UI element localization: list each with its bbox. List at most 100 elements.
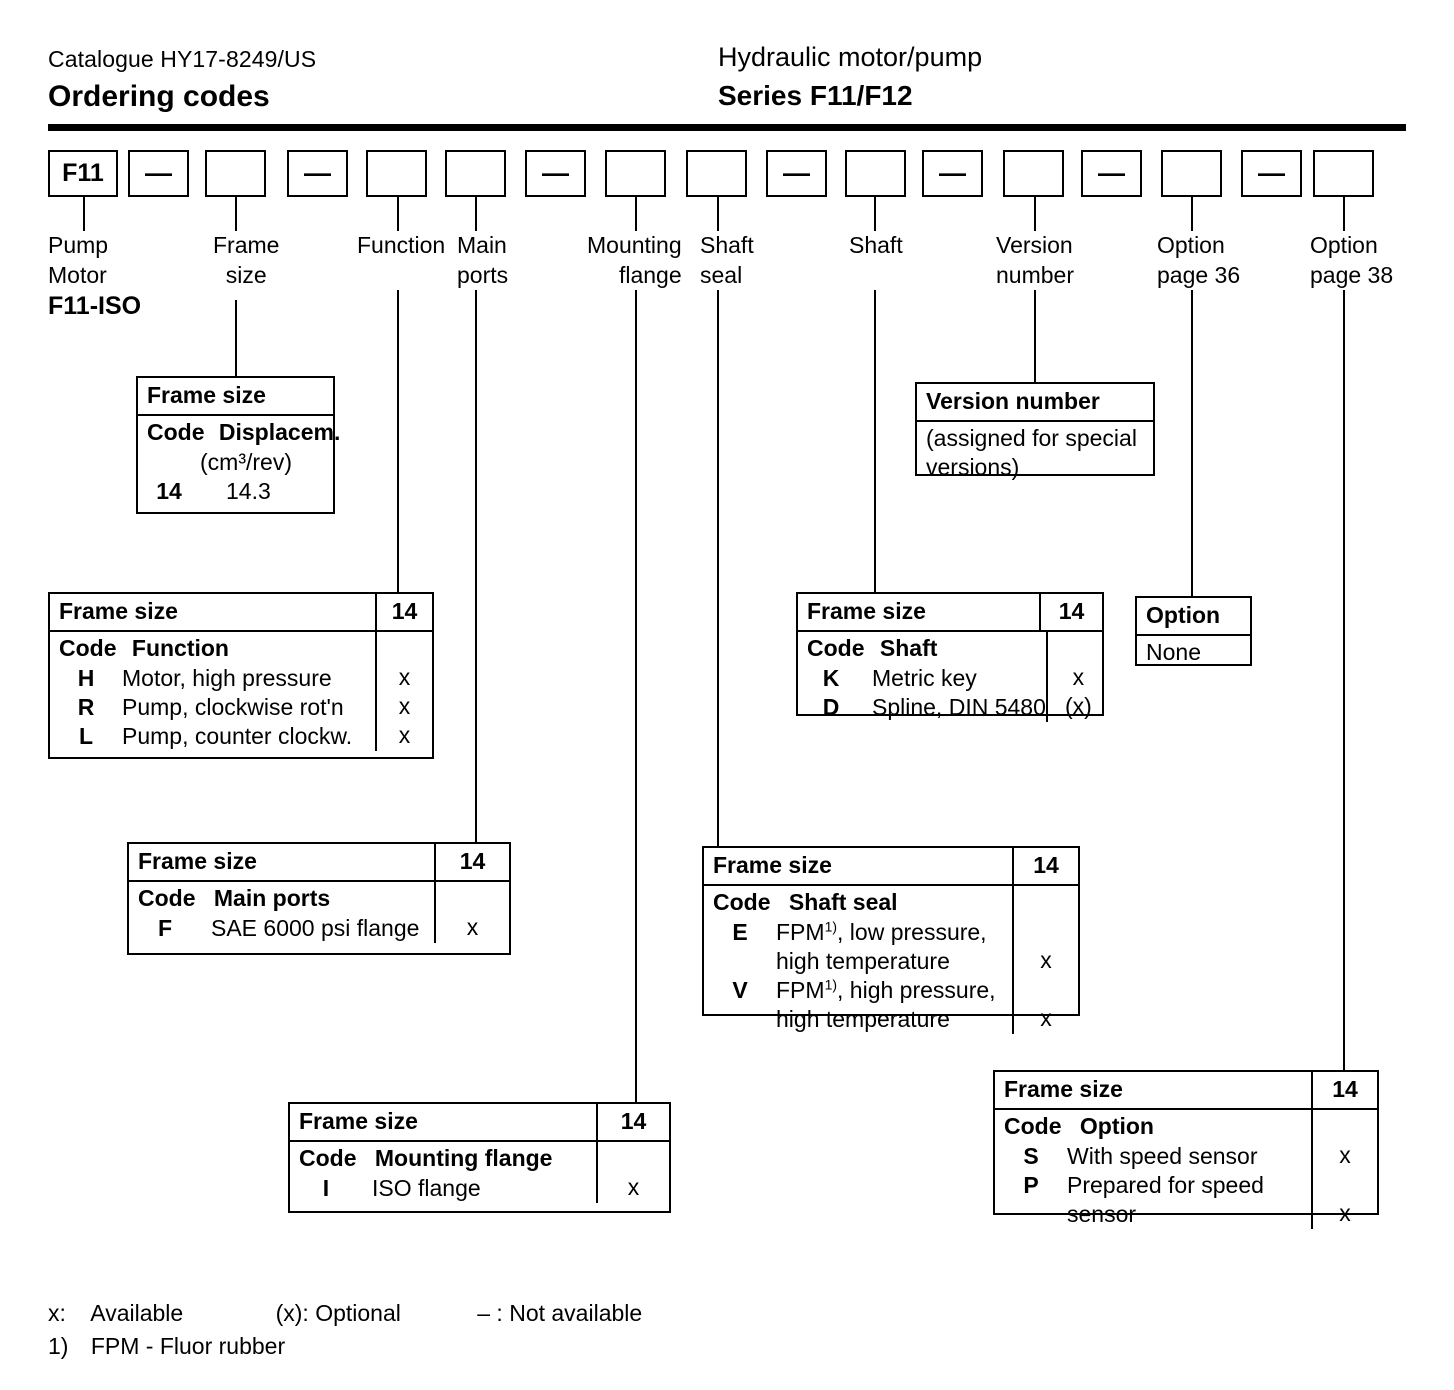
code-box-shaft-seal[interactable] <box>686 150 747 197</box>
code-box-function[interactable] <box>366 150 427 197</box>
caption-line-1: Option <box>1310 232 1378 258</box>
table-row: F SAE 6000 psi flange <box>129 914 434 943</box>
table-option-none-header: Option <box>1137 598 1250 636</box>
column-headers: Code Option <box>995 1110 1311 1142</box>
table-option-speed-sensor-header: Frame size 14 <box>995 1072 1377 1110</box>
leader-option38-top <box>1343 197 1345 231</box>
column-header-option: Option <box>1079 1113 1154 1139</box>
column-headers: Code Displacem. <box>138 416 340 448</box>
table-row: E FPM1), low pressure, high temperature <box>704 918 1012 976</box>
table-title: Option <box>1146 602 1221 628</box>
footnote-text: FPM - Fluor rubber <box>90 1333 286 1359</box>
row-code: 14 <box>156 478 182 504</box>
table-row: S With speed sensor <box>995 1142 1311 1171</box>
table-row: L Pump, counter clockw. <box>50 722 375 751</box>
code-box-model[interactable]: F11 <box>48 150 118 197</box>
code-box-shaft[interactable] <box>845 150 906 197</box>
row-material: FPM <box>776 977 825 1003</box>
column-header-shaft-seal: Shaft seal <box>788 889 898 915</box>
row-code: I <box>322 1175 330 1201</box>
column-header-code: Code <box>147 419 205 445</box>
table-mounting-flange: Frame size 14 Code Mounting flange I ISO… <box>288 1102 671 1213</box>
product-name: Hydraulic motor/pump <box>718 42 983 72</box>
leader-mounting-flange-top <box>635 197 637 231</box>
legend-x-value: Available <box>90 1300 184 1326</box>
caption-frame-size: Frame size <box>213 230 279 290</box>
caption-option-38: Option page 38 <box>1310 230 1393 290</box>
footnote-marker: 1) <box>824 976 838 993</box>
caption-line-1: Main <box>457 232 507 258</box>
column-headers: Code Mounting flange <box>290 1142 596 1174</box>
legend-not-available: – : Not available <box>477 1300 643 1326</box>
leader-mounting-flange-long <box>635 290 637 1104</box>
leader-frame-size-long <box>235 300 237 376</box>
code-box-main-ports[interactable] <box>445 150 506 197</box>
row-code: D <box>822 694 840 720</box>
leader-option36-top <box>1191 197 1193 231</box>
code-box-dash-7: — <box>1241 150 1302 197</box>
caption-line-1: Shaft <box>849 232 903 258</box>
table-row: I ISO flange <box>290 1174 596 1203</box>
code-box-version-number[interactable] <box>1003 150 1064 197</box>
row-code: R <box>77 694 95 720</box>
row-code: E <box>732 919 748 945</box>
caption-option-36: Option page 36 <box>1157 230 1240 290</box>
availability-mark: x <box>398 664 411 690</box>
series-name: Series F11/F12 <box>718 80 913 111</box>
table-main-ports-header: Frame size 14 <box>129 844 509 882</box>
caption-line-1: Shaft <box>700 232 754 258</box>
leader-frame-size-top <box>235 197 237 231</box>
row-code: H <box>77 665 95 691</box>
availability-mark: x <box>398 722 411 748</box>
code-box-dash-1: — <box>128 150 189 197</box>
version-note-line-1: (assigned for special <box>926 425 1137 451</box>
label-f11-iso: F11-ISO <box>48 292 142 320</box>
availability-mark: x <box>466 914 479 940</box>
code-box-option-38[interactable] <box>1313 150 1374 197</box>
table-title: Frame size <box>59 598 178 624</box>
leader-main-ports-top <box>475 197 477 231</box>
leader-model <box>83 197 85 231</box>
frame-size-value: 14 <box>1039 594 1102 630</box>
caption-line-2: seal <box>700 262 743 288</box>
row-description: Prepared for speed <box>1067 1172 1264 1198</box>
unit-label: (cm³/rev) <box>200 449 292 475</box>
code-box-dash-4: — <box>766 150 827 197</box>
column-header-mounting-flange: Mounting flange <box>374 1145 553 1171</box>
code-box-dash-5: — <box>922 150 983 197</box>
code-box-mounting-flange[interactable] <box>605 150 666 197</box>
caption-line-1: Mounting <box>587 232 682 258</box>
column-header-code: Code <box>299 1145 357 1171</box>
leader-version-top <box>1034 197 1036 231</box>
table-row: P Prepared for speed sensor <box>995 1171 1311 1229</box>
row-description: SAE 6000 psi flange <box>211 915 420 941</box>
option-value: None <box>1146 639 1201 665</box>
caption-version-number: Version number <box>996 230 1074 290</box>
column-header-function: Function <box>131 635 229 661</box>
table-title: Frame size <box>138 848 257 874</box>
code-box-frame-size[interactable] <box>205 150 266 197</box>
row-description: Pump, clockwise rot'n <box>122 694 344 720</box>
legend-x-key: x: <box>48 1300 66 1326</box>
frame-size-value: 14 <box>1012 848 1078 884</box>
leader-function-long <box>397 290 399 598</box>
code-box-option-36[interactable] <box>1161 150 1222 197</box>
leader-function-top <box>397 197 399 231</box>
table-frame-size-body: Code Displacem. (cm³/rev) 14 14.3 <box>138 416 340 506</box>
availability-mark: x <box>1072 664 1085 690</box>
table-option-none: Option None <box>1135 596 1252 666</box>
leader-version-long <box>1034 290 1036 382</box>
frame-size-value: 14 <box>1311 1072 1377 1108</box>
table-option-speed-sensor: Frame size 14 Code Option S With speed s… <box>993 1070 1379 1229</box>
table-row: K Metric key <box>798 664 1046 693</box>
leader-shaft-seal-long <box>717 290 719 846</box>
column-headers: Code Function <box>50 632 375 664</box>
table-shaft-body: Code Shaft K Metric key D Spline, DIN 54… <box>798 632 1102 722</box>
code-box-dash-3: — <box>525 150 586 197</box>
table-version-number-body: (assigned for special versions) <box>917 422 1153 482</box>
row-description: Pump, counter clockw. <box>122 723 353 749</box>
column-header-shaft: Shaft <box>879 635 938 661</box>
leader-shaft-long <box>874 290 876 592</box>
caption-line-1: Function <box>357 232 446 258</box>
